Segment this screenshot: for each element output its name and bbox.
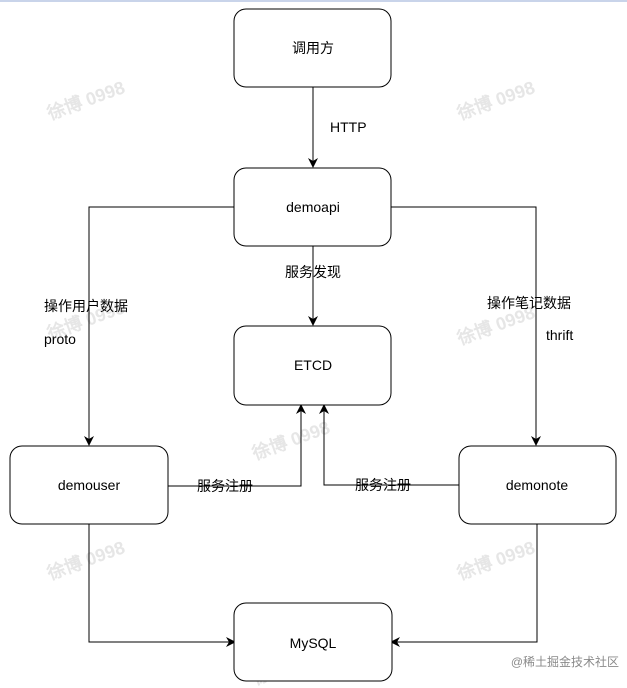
- watermark: 徐博 0998: [43, 76, 127, 124]
- edge-note-mysql: [390, 524, 538, 647]
- watermark: 徐博 0998: [453, 536, 537, 584]
- edge-user-register: [168, 404, 306, 487]
- node-mysql-label: MySQL: [290, 635, 337, 651]
- watermark: 徐博 0998: [43, 536, 127, 584]
- node-api-label: demoapi: [286, 199, 340, 215]
- node-caller: [233, 8, 392, 88]
- node-api: [233, 167, 392, 247]
- edge-label-note-register: 服务注册: [355, 477, 411, 493]
- node-note-label: demonote: [506, 477, 568, 493]
- node-user-label: demouser: [58, 477, 121, 493]
- node-etcd: [233, 325, 392, 406]
- edge-note-register: [319, 404, 459, 486]
- node-etcd-label: ETCD: [294, 357, 332, 373]
- node-note: [458, 445, 617, 525]
- edge-label-user-register: 服务注册: [197, 478, 253, 494]
- edge-label-discovery: 服务发现: [285, 264, 341, 280]
- edge-label-user-proto: proto: [44, 331, 76, 347]
- edge-api-note: [391, 206, 541, 446]
- edge-api-user: [84, 206, 234, 446]
- watermark: 徐博 0998: [248, 416, 332, 464]
- credit-text: @稀土掘金技术社区: [511, 654, 619, 669]
- edge-label-note-proto: thrift: [546, 327, 573, 343]
- edge-label-note-op: 操作笔记数据: [487, 295, 571, 311]
- top-border: [0, 0, 627, 2]
- node-user: [9, 445, 169, 525]
- edge-user-mysql: [88, 524, 236, 647]
- node-mysql: [233, 602, 393, 682]
- watermark: 徐博 0998: [453, 76, 537, 124]
- node-caller-label: 调用方: [292, 40, 334, 56]
- edge-label-user-op: 操作用户数据: [44, 298, 128, 314]
- edge-label-http: HTTP: [330, 119, 367, 135]
